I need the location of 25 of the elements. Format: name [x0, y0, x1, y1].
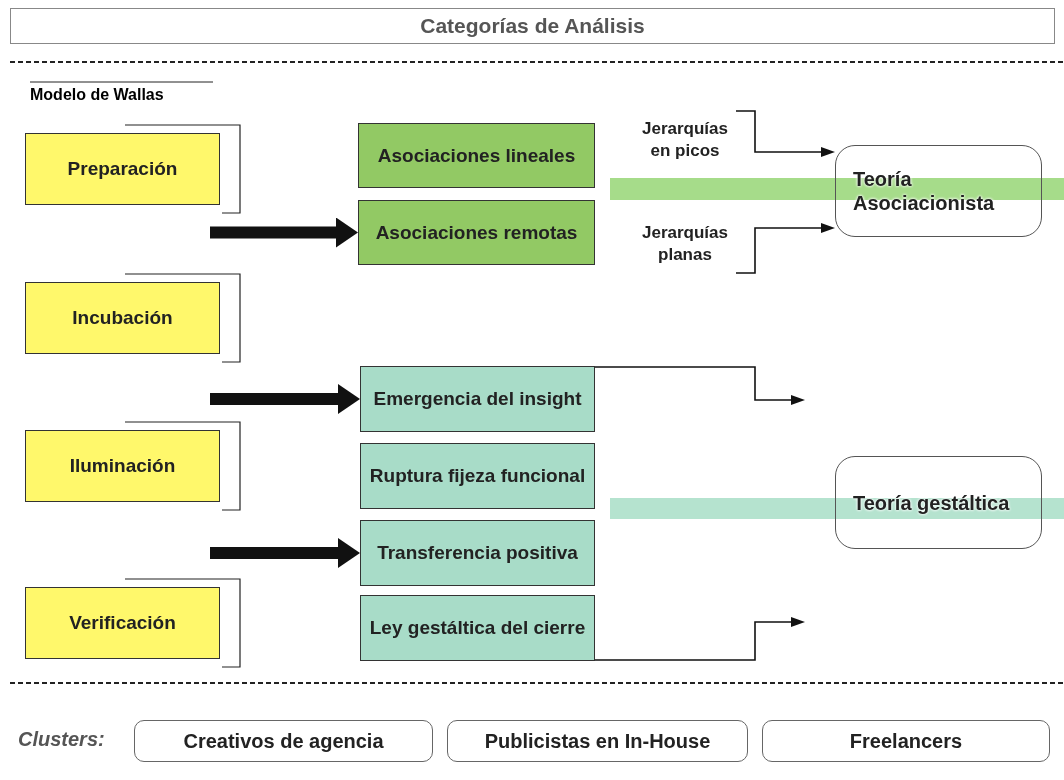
- stage-box: Preparación: [25, 133, 220, 205]
- category-box: Emergencia del insight: [360, 366, 595, 432]
- heading-text: Modelo de Wallas: [30, 86, 164, 104]
- category-box: Asociaciones lineales: [358, 123, 595, 188]
- category-box: Ley gestáltica del cierre: [360, 595, 595, 661]
- cluster-box: Freelancers: [762, 720, 1050, 762]
- arrow: [735, 223, 835, 274]
- stage-box: Incubación: [25, 282, 220, 354]
- cluster-box: Publicistas en In-House: [447, 720, 748, 762]
- clusters-label: Clusters:: [18, 728, 105, 751]
- stage-box: Iluminación: [25, 430, 220, 502]
- category-box: Transferencia positiva: [360, 520, 595, 586]
- arrow: [594, 366, 805, 405]
- hierarchy-label: Jerarquías en picos: [634, 110, 736, 170]
- hierarchy-label: Jerarquías planas: [634, 213, 736, 274]
- arrow: [210, 217, 358, 248]
- arrow: [210, 384, 360, 414]
- arrow: [594, 617, 805, 661]
- title-banner: Categorías de Análisis: [10, 8, 1055, 44]
- cluster-box: Creativos de agencia: [134, 720, 433, 762]
- arrow: [210, 538, 360, 568]
- category-box: Ruptura fijeza funcional: [360, 443, 595, 509]
- category-box: Asociaciones remotas: [358, 200, 595, 265]
- arrow: [735, 110, 835, 157]
- stage-box: Verificación: [25, 587, 220, 659]
